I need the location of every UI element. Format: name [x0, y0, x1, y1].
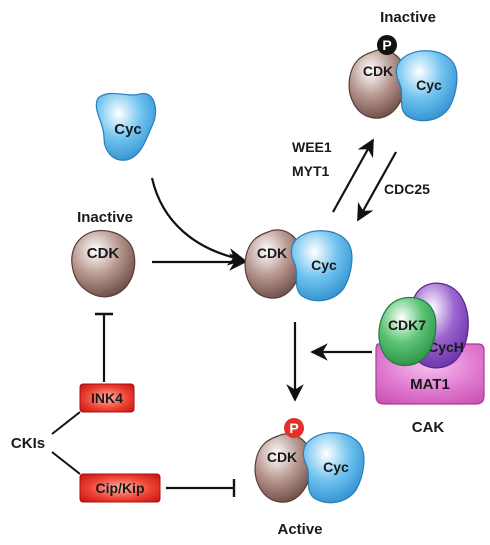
ink4-inhibition-line	[95, 312, 113, 382]
myt1-label: MYT1	[292, 163, 330, 179]
inhibitory-phosphate: P	[377, 35, 397, 55]
active-label: Active	[277, 521, 322, 538]
cak-label: CAK	[412, 419, 445, 436]
active-cdk-label: CDK	[267, 449, 297, 465]
active-complex: CDK Cyc P	[254, 418, 365, 504]
ckis-label: CKIs	[11, 435, 45, 452]
cak-complex: MAT1 CycH CDK7	[375, 282, 485, 405]
inactive-complex-cdk-label: CDK	[363, 63, 393, 79]
activating-phosphate-label: P	[289, 420, 298, 436]
ink4-box: INK4	[79, 383, 135, 413]
complex-cdk-label: CDK	[257, 245, 287, 261]
complex-cyc-label: Cyc	[311, 257, 337, 273]
cdc25-label: CDC25	[384, 181, 430, 197]
mat1-label: MAT1	[410, 376, 450, 393]
inactive-complex-label: Inactive	[380, 9, 436, 26]
arrows	[51, 138, 397, 497]
cych-label: CycH	[428, 339, 464, 355]
inactive-cdk-monomer-label: CDK	[87, 245, 120, 262]
cipkip-box: Cip/Kip	[79, 473, 161, 503]
activating-phosphate: P	[284, 418, 304, 438]
cipkip-label: Cip/Kip	[96, 480, 145, 496]
cdk7-subunit	[378, 296, 437, 367]
cdk-cyclin-complex: CDK Cyc	[244, 229, 353, 302]
inactive-complex: CDK Cyc P	[348, 35, 458, 122]
inactive-complex-cyc-label: Cyc	[416, 77, 442, 93]
arrow-cyc-binding	[150, 177, 246, 266]
active-cyc-label: Cyc	[323, 459, 349, 475]
wee1-label: WEE1	[292, 139, 332, 155]
arrow-cdc25-dephosphorylation	[357, 151, 397, 222]
arrow-wee1-myt1-phosphorylation	[332, 138, 374, 213]
inactive-cdk-label: Inactive	[77, 209, 133, 226]
ckis-branch-ink4	[51, 411, 81, 435]
ink4-label: INK4	[91, 390, 123, 406]
free-cyclin-label: Cyc	[114, 121, 142, 138]
ckis-branch-cipkip	[51, 451, 81, 475]
cdk7-label: CDK7	[388, 317, 426, 333]
free-cyclin: Cyc	[95, 92, 157, 161]
cipkip-inhibition-line	[166, 479, 236, 497]
inactive-cdk-monomer: CDK	[71, 229, 136, 298]
inhibitory-phosphate-label: P	[382, 37, 391, 53]
